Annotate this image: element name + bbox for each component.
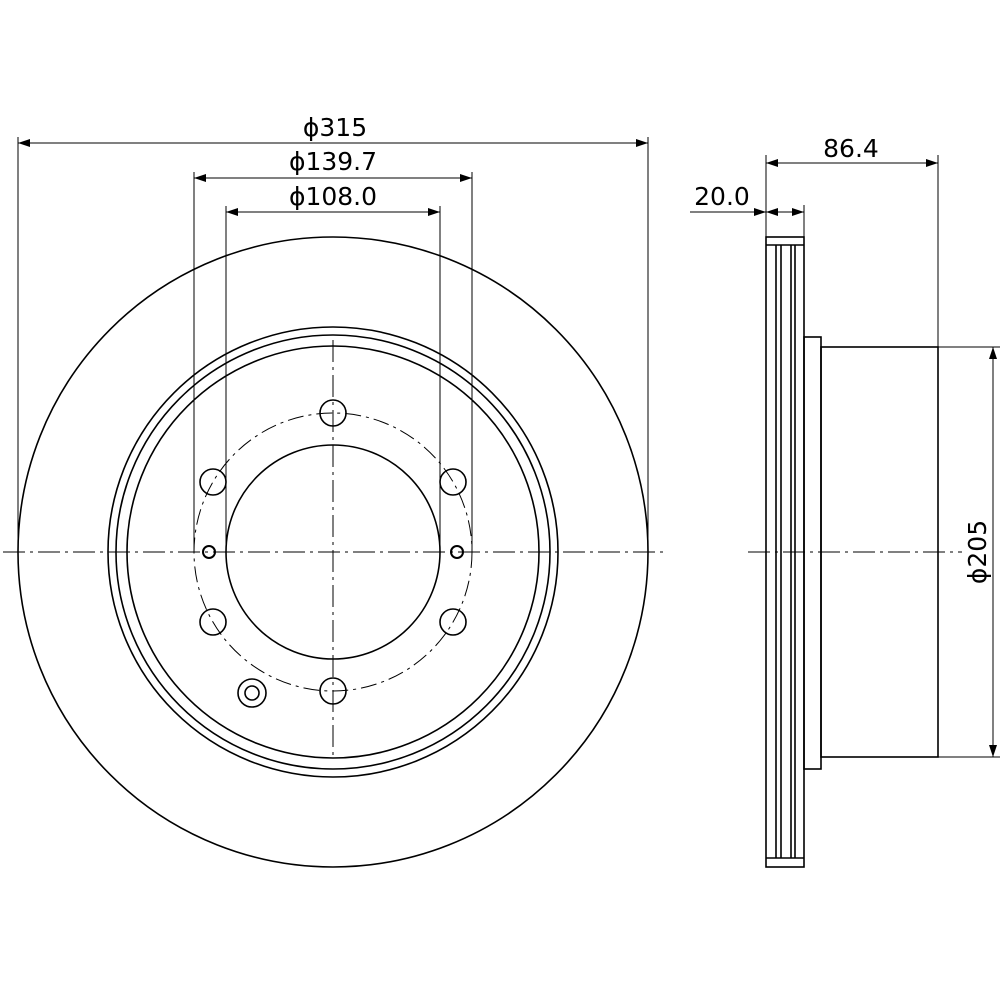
pin-hole — [450, 545, 464, 559]
dimension-hat-diameter: ϕ205 — [938, 346, 1000, 758]
outer-diameter-label: ϕ315 — [303, 113, 367, 142]
locating-screw-hole-outer — [237, 678, 267, 708]
bolt-hole — [319, 399, 347, 427]
locating-screw-hole-inner — [244, 685, 260, 701]
hat-ring-outer — [107, 326, 559, 778]
bolt-hole — [199, 468, 227, 496]
bolt-hole — [319, 677, 347, 705]
side-view: 86.4 20.0 ϕ205 — [690, 134, 1000, 868]
total-height-label: 86.4 — [823, 134, 879, 163]
bolt-hole — [439, 608, 467, 636]
dimension-bolt-circle: ϕ139.7 — [193, 147, 473, 552]
front-view: ϕ315 ϕ139.7 ϕ108.0 — [3, 113, 668, 868]
hat-ring-inner — [126, 345, 540, 759]
center-bore-label: ϕ108.0 — [289, 182, 377, 211]
bolt-circle-label: ϕ139.7 — [289, 147, 377, 176]
dimension-disc-thickness: 20.0 — [690, 182, 805, 237]
dimension-center-bore: ϕ108.0 — [225, 182, 441, 552]
bolt-hole — [439, 468, 467, 496]
hat-ring-middle — [115, 334, 551, 770]
bolt-hole — [199, 608, 227, 636]
hat-diameter-label: ϕ205 — [963, 520, 992, 584]
dimension-outer-diameter: ϕ315 — [17, 113, 649, 552]
hat-flange — [803, 336, 822, 770]
pin-hole — [202, 545, 216, 559]
disc-thickness-label: 20.0 — [694, 182, 750, 211]
hat-body — [820, 346, 939, 758]
dimension-total-height: 86.4 — [765, 134, 939, 347]
